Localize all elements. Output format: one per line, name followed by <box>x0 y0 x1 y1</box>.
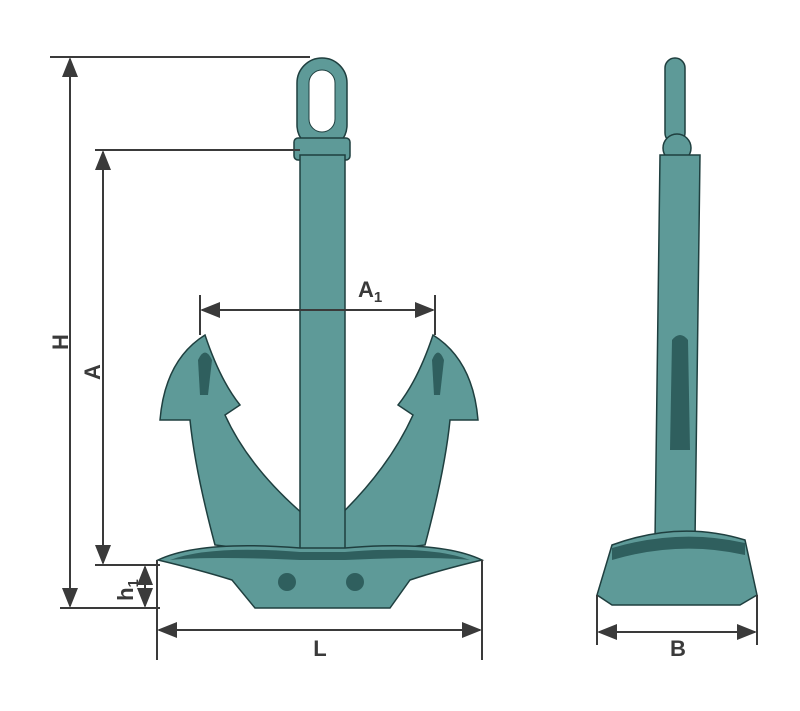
label-h1: h1 <box>113 579 142 601</box>
label-A: A <box>80 364 105 380</box>
crown <box>155 544 485 609</box>
label-A1: A1 <box>358 277 382 306</box>
anchor-front-view <box>155 57 485 609</box>
dimension-lines <box>50 56 758 660</box>
shank <box>299 154 346 556</box>
left-arm <box>159 333 311 556</box>
label-L: L <box>313 636 326 661</box>
label-H: H <box>48 334 73 350</box>
anchor-side-view <box>596 57 758 606</box>
right-arm <box>334 333 479 556</box>
label-B: B <box>670 636 686 661</box>
side-shackle <box>664 57 686 144</box>
